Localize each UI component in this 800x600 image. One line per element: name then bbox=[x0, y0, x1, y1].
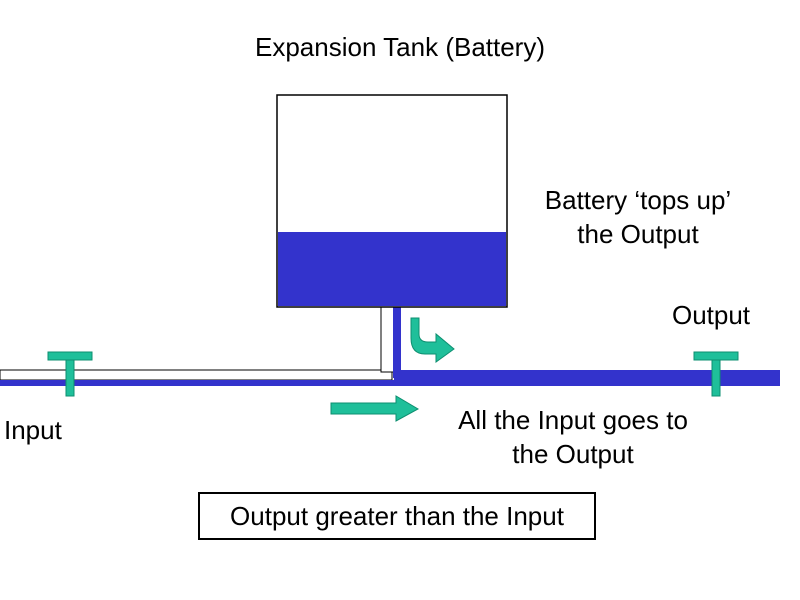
diagram-title: Expansion Tank (Battery) bbox=[255, 32, 545, 62]
output-label: Output bbox=[671, 300, 751, 330]
battery-flow-arrow-icon bbox=[410, 317, 455, 363]
output-pipe bbox=[394, 370, 780, 386]
output-valve-icon bbox=[693, 351, 739, 397]
tank-water-level bbox=[278, 232, 506, 306]
input-label: Input bbox=[4, 415, 62, 445]
input-flow-arrow-icon bbox=[330, 395, 420, 422]
input-note: All the Input goes to the Output bbox=[432, 403, 714, 471]
battery-note-line-1: Battery ‘tops up’ bbox=[544, 185, 732, 215]
conclusion-box: Output greater than the Input bbox=[198, 492, 596, 540]
input-valve-icon bbox=[47, 351, 93, 397]
battery-note: Battery ‘tops up’ the Output bbox=[520, 183, 756, 251]
input-note-line-2: the Output bbox=[512, 439, 634, 469]
input-pipe bbox=[0, 369, 393, 381]
battery-note-line-2: the Output bbox=[577, 219, 699, 249]
input-note-line-1: All the Input goes to bbox=[458, 405, 688, 435]
input-pipe-water bbox=[0, 380, 394, 386]
connector-pipe-water bbox=[393, 298, 401, 378]
connector-pipe-outline bbox=[380, 305, 395, 373]
